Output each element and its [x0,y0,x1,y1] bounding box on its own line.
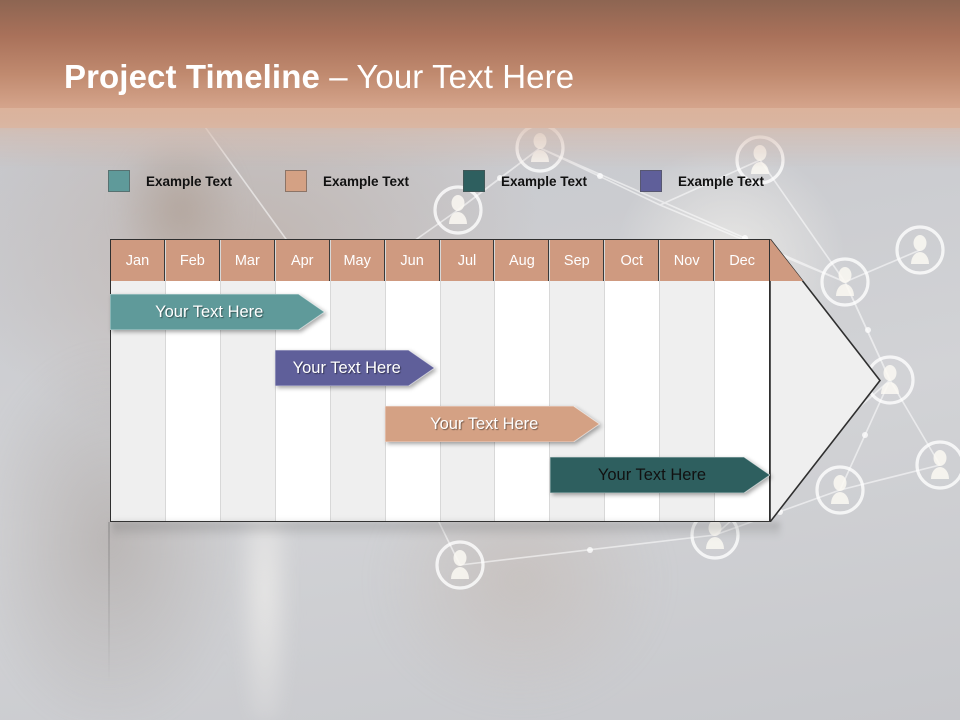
task-bar-3-label: Your Text Here [430,414,539,433]
legend: Example Text Example Text Example Text E… [108,168,808,196]
task-bar-1-shape [110,294,325,330]
month-header-may: May [330,240,385,281]
task-bar-2[interactable]: Your Text Here [275,350,435,386]
month-header-mar: Mar [220,240,275,281]
timeline-column-feb[interactable]: Feb [165,240,221,521]
task-bar-4[interactable]: Your Text Here [550,457,770,493]
month-header-nov: Nov [660,240,715,281]
task-bar-3[interactable]: Your Text Here [385,406,600,442]
month-header-jan: Jan [111,240,165,281]
legend-item-1[interactable]: Example Text [108,168,232,194]
page-title-bold: Project Timeline [64,58,320,95]
page-title: Project Timeline – Your Text Here [64,58,574,96]
month-body-may [330,281,385,521]
title-band [0,0,960,128]
legend-swatch-icon-4 [640,170,662,192]
timeline-column-aug[interactable]: Aug [495,240,551,521]
task-bar-1-label: Your Text Here [155,302,264,321]
legend-label-3: Example Text [501,173,588,189]
month-header-dec: Dec [715,240,770,281]
month-header-aug: Aug [495,240,550,281]
month-header-jun: Jun [385,240,440,281]
task-bar-4-label: Your Text Here [597,465,707,484]
legend-swatch-icon-3 [463,170,485,192]
task-bar-4-shape [550,457,770,493]
title-band-fade [0,108,960,168]
legend-label-4: Example Text [678,173,765,189]
legend-item-4[interactable]: Example Text [640,168,764,194]
task-bar-2-label: Your Text Here [292,358,401,377]
timeline-arrow-point [770,239,882,522]
month-body-aug [495,281,550,521]
month-body-jun [385,281,440,521]
legend-label-2: Example Text [323,173,410,189]
legend-label-1: Example Text [146,173,233,189]
timeline-column-jul[interactable]: Jul [440,240,496,521]
task-bar-1[interactable]: Your Text Here [110,294,325,330]
timeline-column-may[interactable]: May [330,240,386,521]
legend-item-3[interactable]: Example Text [463,168,587,194]
month-header-apr: Apr [275,240,330,281]
month-header-jul: Jul [440,240,495,281]
timeline-column-jan[interactable]: Jan [111,240,166,521]
timeline-column-jun[interactable]: Jun [385,240,441,521]
legend-item-2[interactable]: Example Text [285,168,409,194]
month-header-feb: Feb [165,240,220,281]
chart-left-edge-shadow [108,522,110,682]
chart-drop-shadow [112,522,780,538]
month-body-jul [440,281,495,521]
month-header-sep: Sep [550,240,605,281]
task-bar-3-shape [385,406,600,442]
legend-swatch-icon-1 [108,170,130,192]
timeline-column-mar[interactable]: Mar [220,240,276,521]
month-header-oct: Oct [605,240,660,281]
task-bar-2-shape [275,350,435,386]
legend-swatch-icon-2 [285,170,307,192]
page-title-regular: – Your Text Here [319,58,575,95]
